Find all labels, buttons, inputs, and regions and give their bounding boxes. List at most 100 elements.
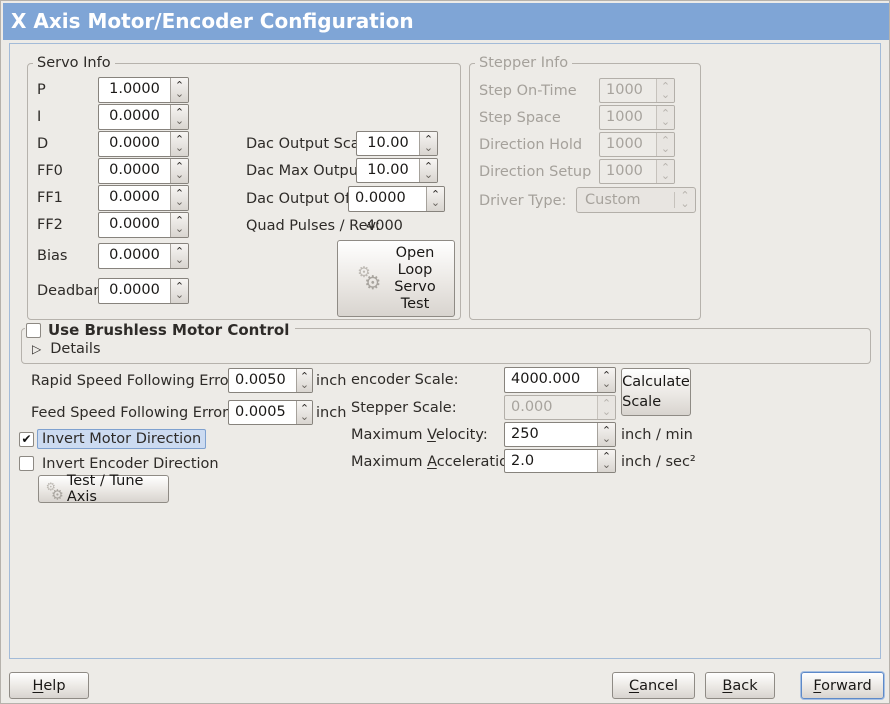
maximum-acceleration-value[interactable]: 2.0	[511, 453, 535, 469]
p-spin-buttons[interactable]: ⌃⌄	[170, 78, 188, 102]
feed-following-error-spin-buttons[interactable]: ⌃⌄	[296, 401, 312, 424]
ff1-spinbox[interactable]: 0.0000 ⌃⌄	[98, 185, 189, 211]
maximum-acceleration-spin-buttons[interactable]: ⌃⌄	[597, 450, 615, 472]
calculate-scale-button[interactable]: Calculate Scale	[621, 368, 691, 416]
spin-up-icon[interactable]: ⌃	[174, 160, 185, 173]
spin-down-icon[interactable]: ⌄	[174, 87, 185, 100]
spin-down-icon[interactable]: ⌄	[601, 458, 612, 471]
dac-max-output-value[interactable]: 10.00	[367, 162, 409, 178]
spin-down-icon[interactable]: ⌄	[174, 195, 185, 208]
spin-up-icon[interactable]: ⌃	[174, 214, 185, 227]
spin-up-icon[interactable]: ⌃	[174, 187, 185, 200]
dac-max-output-spinbox[interactable]: 10.00 ⌃⌄	[356, 158, 438, 183]
bias-value[interactable]: 0.0000	[109, 247, 160, 263]
spin-up-icon[interactable]: ⌃	[423, 132, 434, 146]
spin-down-icon[interactable]: ⌄	[299, 409, 310, 423]
invert-encoder-direction-label[interactable]: Invert Encoder Direction	[42, 456, 219, 472]
back-button[interactable]: Back	[705, 672, 775, 699]
spin-down-icon[interactable]: ⌄	[174, 288, 185, 301]
d-spin-buttons[interactable]: ⌃⌄	[170, 132, 188, 156]
spin-up-icon[interactable]: ⌃	[601, 423, 612, 437]
ff1-value[interactable]: 0.0000	[109, 189, 160, 205]
spin-up-icon[interactable]: ⌃	[174, 280, 185, 293]
encoder-scale-value[interactable]: 4000.000	[511, 371, 581, 387]
bias-spin-buttons[interactable]: ⌃⌄	[170, 244, 188, 268]
details-label[interactable]: Details	[50, 341, 101, 357]
spin-down-icon[interactable]: ⌄	[430, 196, 441, 209]
spin-up-icon[interactable]: ⌃	[299, 401, 310, 415]
dac-output-offset-spin-buttons[interactable]: ⌃⌄	[426, 187, 444, 211]
dac-output-offset-spinbox[interactable]: 0.0000 ⌃⌄	[348, 186, 445, 212]
i-spin-buttons[interactable]: ⌃⌄	[170, 105, 188, 129]
spin-down-icon[interactable]: ⌄	[174, 141, 185, 154]
feed-following-error-spinbox[interactable]: 0.0005 ⌃⌄	[228, 400, 313, 425]
dac-output-scale-value[interactable]: 10.00	[367, 135, 409, 151]
p-spinbox[interactable]: 1.0000 ⌃⌄	[98, 77, 189, 103]
spin-up-icon[interactable]: ⌃	[174, 106, 185, 119]
spin-up-icon[interactable]: ⌃	[299, 369, 310, 383]
step-on-time-value: 1000	[606, 82, 643, 98]
spin-up-icon[interactable]: ⌃	[174, 133, 185, 146]
rapid-following-error-spinbox[interactable]: 0.0050 ⌃⌄	[228, 368, 313, 393]
spin-down-icon[interactable]: ⌄	[601, 431, 612, 445]
ff1-spin-buttons[interactable]: ⌃⌄	[170, 186, 188, 210]
deadband-value[interactable]: 0.0000	[109, 282, 160, 298]
dac-max-output-spin-buttons[interactable]: ⌃⌄	[419, 159, 437, 182]
ff2-value[interactable]: 0.0000	[109, 216, 160, 232]
expander-triangle-icon[interactable]: ▷	[32, 342, 42, 356]
bias-spinbox[interactable]: 0.0000 ⌃⌄	[98, 243, 189, 269]
invert-encoder-direction-checkbox[interactable]	[19, 456, 34, 471]
deadband-spin-buttons[interactable]: ⌃⌄	[170, 279, 188, 303]
spin-up-icon[interactable]: ⌃	[601, 369, 612, 382]
i-value[interactable]: 0.0000	[109, 108, 160, 124]
maximum-velocity-label: Maximum Velocity:	[351, 427, 488, 443]
dac-output-scale-spinbox[interactable]: 10.00 ⌃⌄	[356, 131, 438, 156]
maximum-velocity-spin-buttons[interactable]: ⌃⌄	[597, 423, 615, 446]
maximum-velocity-value[interactable]: 250	[511, 426, 539, 442]
spin-up-icon[interactable]: ⌃	[174, 245, 185, 258]
spin-up-icon[interactable]: ⌃	[430, 188, 441, 201]
d-spinbox[interactable]: 0.0000 ⌃⌄	[98, 131, 189, 157]
cancel-button[interactable]: Cancel	[612, 672, 695, 699]
spin-down-icon[interactable]: ⌄	[174, 253, 185, 266]
encoder-scale-spinbox[interactable]: 4000.000 ⌃⌄	[504, 367, 616, 393]
deadband-spinbox[interactable]: 0.0000 ⌃⌄	[98, 278, 189, 304]
encoder-scale-spin-buttons[interactable]: ⌃⌄	[597, 368, 615, 392]
brushless-checkbox[interactable]	[26, 322, 41, 338]
forward-button[interactable]: Forward	[801, 672, 884, 699]
rapid-following-error-value[interactable]: 0.0050	[235, 372, 286, 388]
open-loop-servo-test-button[interactable]: ⚙⚙ Open Loop Servo Test	[337, 240, 455, 317]
maximum-acceleration-spinbox[interactable]: 2.0 ⌃⌄	[504, 449, 616, 473]
ff0-spin-buttons[interactable]: ⌃⌄	[170, 159, 188, 183]
invert-motor-direction-checkbox[interactable]: ✔	[19, 432, 34, 447]
ff2-spin-buttons[interactable]: ⌃⌄	[170, 213, 188, 237]
ff2-spinbox[interactable]: 0.0000 ⌃⌄	[98, 212, 189, 238]
test-tune-axis-button[interactable]: ⚙⚙ Test / Tune Axis	[38, 473, 169, 505]
dac-output-scale-spin-buttons[interactable]: ⌃⌄	[419, 132, 437, 155]
d-value[interactable]: 0.0000	[109, 135, 160, 151]
rapid-following-error-spin-buttons[interactable]: ⌃⌄	[296, 369, 312, 392]
spin-down-icon[interactable]: ⌄	[174, 222, 185, 235]
invert-motor-direction-label[interactable]: Invert Motor Direction	[37, 429, 207, 449]
spin-up-icon[interactable]: ⌃	[601, 450, 612, 463]
ff0-spinbox[interactable]: 0.0000 ⌃⌄	[98, 158, 189, 184]
spin-down-icon[interactable]: ⌄	[174, 114, 185, 127]
spin-up-icon[interactable]: ⌃	[174, 79, 185, 92]
help-button[interactable]: Help	[9, 672, 89, 699]
maximum-velocity-spinbox[interactable]: 250 ⌃⌄	[504, 422, 616, 447]
feed-following-error-value[interactable]: 0.0005	[235, 404, 286, 420]
spin-down-icon[interactable]: ⌄	[601, 377, 612, 390]
ff0-value[interactable]: 0.0000	[109, 162, 160, 178]
spin-down-icon[interactable]: ⌄	[423, 140, 434, 154]
p-value[interactable]: 1.0000	[109, 81, 160, 97]
details-expander[interactable]: ▷ Details	[32, 341, 101, 357]
brushless-checkbox-row[interactable]: Use Brushless Motor Control	[25, 321, 296, 339]
dac-output-offset-value[interactable]: 0.0000	[355, 190, 406, 206]
spin-down-icon[interactable]: ⌄	[174, 168, 185, 181]
spin-down-icon[interactable]: ⌄	[423, 167, 434, 181]
spin-up-icon[interactable]: ⌃	[423, 159, 434, 173]
i-spinbox[interactable]: 0.0000 ⌃⌄	[98, 104, 189, 130]
brushless-checkbox-label[interactable]: Use Brushless Motor Control	[48, 321, 290, 339]
spin-down-icon[interactable]: ⌄	[299, 377, 310, 391]
step-on-time-spin-buttons: ⌃⌄	[656, 79, 674, 102]
